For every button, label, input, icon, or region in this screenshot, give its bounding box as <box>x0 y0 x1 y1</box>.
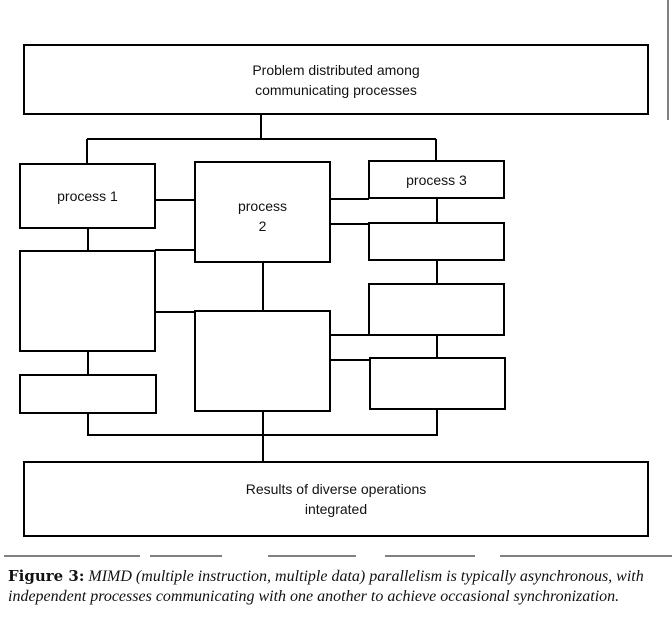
process3-label: process 3 <box>406 172 467 188</box>
p3-step2-box <box>368 222 505 261</box>
p3-step4-box <box>369 357 506 410</box>
process1-label: process 1 <box>57 188 118 204</box>
top-box-line2: communicating processes <box>255 82 417 98</box>
p1-step2-box <box>19 250 156 352</box>
process2-label: process 2 <box>195 196 330 236</box>
top-box <box>23 44 649 115</box>
p1-step3-box <box>19 374 157 414</box>
figure-caption: Figure 3: MIMD (multiple instruction, mu… <box>8 566 668 607</box>
bottom-box-label: Results of diverse operations integrated <box>24 479 648 519</box>
connectors <box>4 0 672 557</box>
bottom-box <box>23 461 649 537</box>
p3-step3-box <box>368 283 505 336</box>
top-box-line1: Problem distributed among <box>252 62 420 78</box>
bottom-box-line2: integrated <box>304 501 368 517</box>
process2-line1: process <box>237 198 288 214</box>
bottom-box-line1: Results of diverse operations <box>245 481 427 497</box>
top-box-label: Problem distributed among communicating … <box>24 60 648 100</box>
p2-step2-box <box>194 310 331 412</box>
caption-text: MIMD (multiple instruction, multiple dat… <box>8 568 644 605</box>
caption-label: Figure 3: <box>8 567 85 585</box>
process2-line2: 2 <box>258 218 267 234</box>
